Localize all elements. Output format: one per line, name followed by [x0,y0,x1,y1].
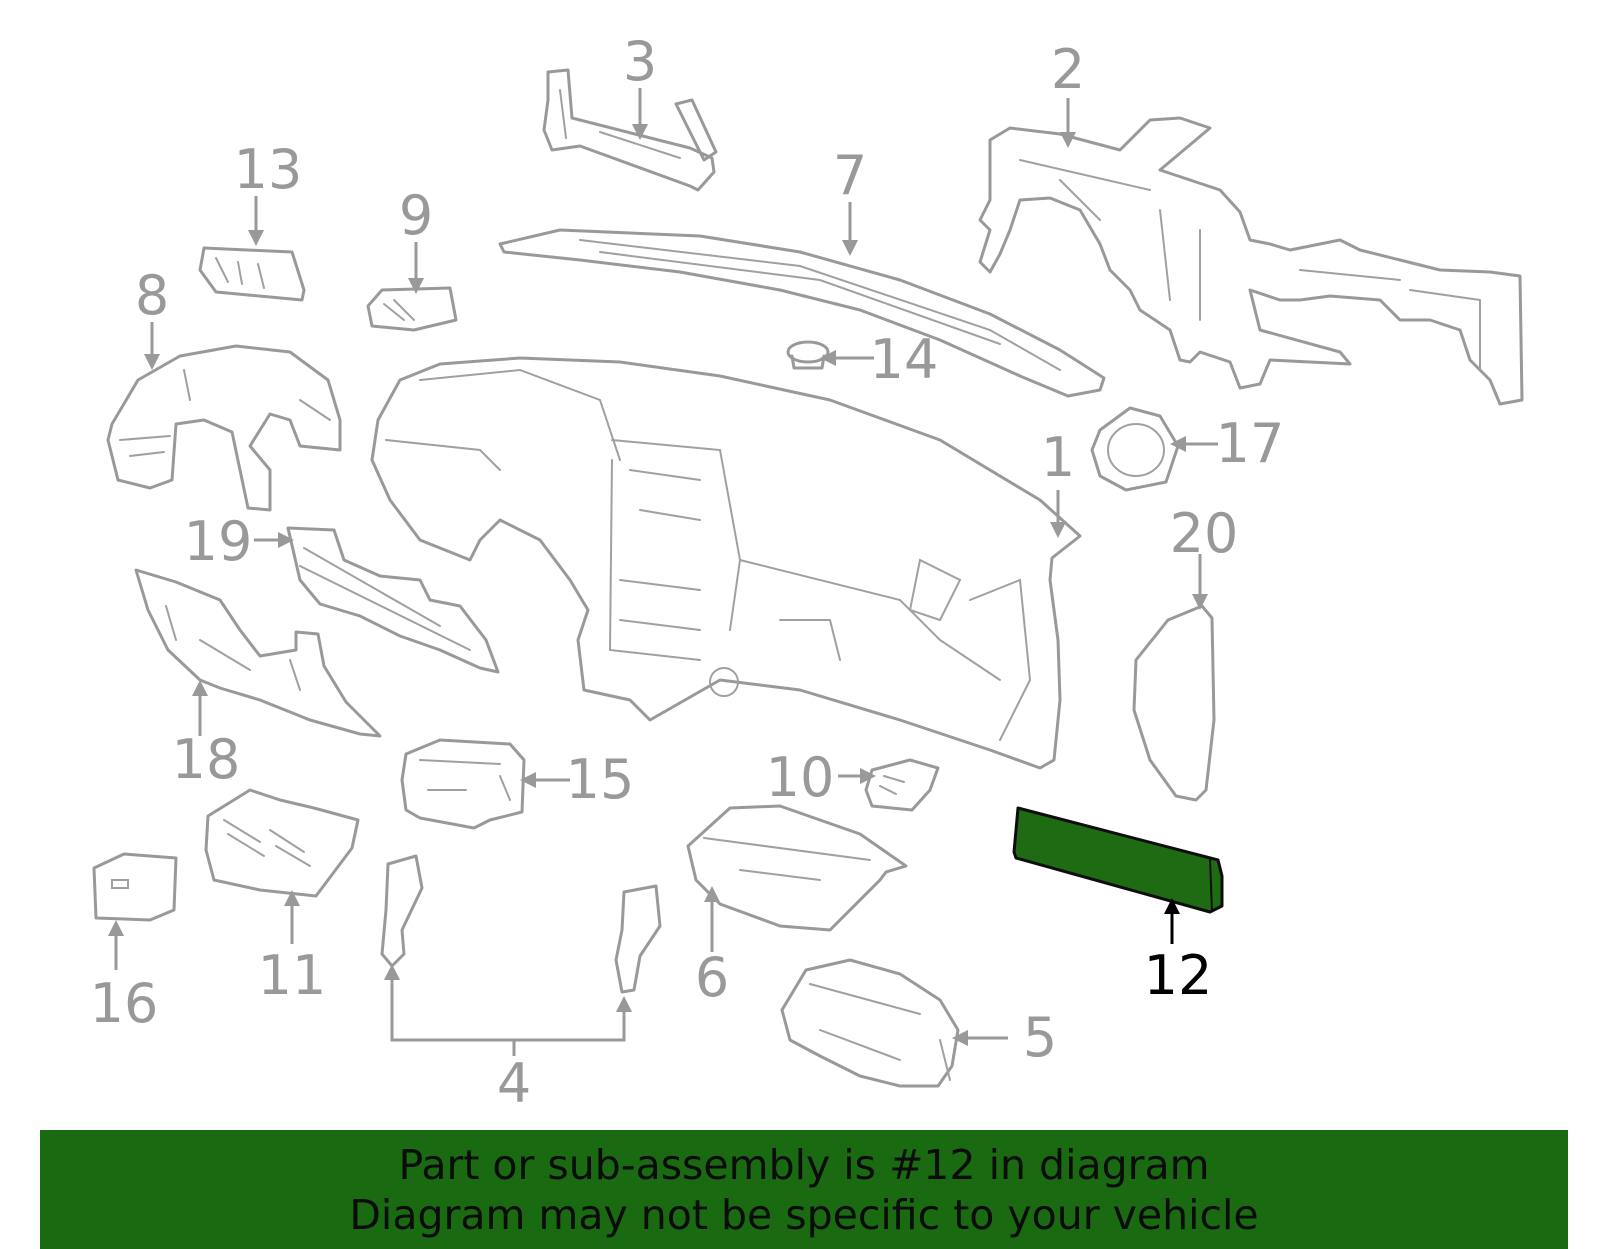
part-20-airbag-cover [1132,604,1216,802]
callout-19: 19 [184,510,253,573]
part-9-vent [366,286,458,332]
part-13-switch [198,246,306,302]
part-11-center-vent [204,788,360,898]
callout-1: 1 [1041,426,1075,489]
part-2-support-frame [978,116,1524,406]
part-16-switch [92,852,178,922]
callout-20: 20 [1170,502,1239,565]
part-3-bracket [542,68,718,192]
callout-3: 3 [623,30,657,93]
part-7-defroster-panel [498,228,1106,398]
callout-10: 10 [766,746,835,809]
part-4-buckles [380,854,662,994]
part-18-knee-bolster [134,568,382,738]
callout-16: 16 [90,972,159,1035]
part-19-trim-panel [286,526,500,674]
part-15-vent-housing [400,738,526,830]
info-banner: Part or sub-assembly is #12 in diagram D… [40,1130,1568,1249]
arrowheads [108,124,1208,1046]
callout-13: 13 [234,138,303,201]
part-10-vent [864,758,940,812]
banner-line-disclaimer: Diagram may not be specific to your vehi… [349,1190,1259,1239]
callout-8: 8 [135,264,169,327]
callout-18: 18 [172,728,241,791]
banner-line-part-number: Part or sub-assembly is #12 in diagram [398,1140,1210,1189]
callout-14: 14 [870,328,939,391]
part-12-panel-highlighted [1012,806,1224,914]
part-1-instrument-panel [370,356,1082,770]
callout-11: 11 [258,944,327,1007]
callout-5: 5 [1023,1006,1057,1069]
callout-17: 17 [1216,412,1285,475]
callout-7: 7 [833,144,867,207]
callout-12: 12 [1144,944,1213,1007]
part-14-clip [786,340,830,370]
callout-2: 2 [1051,38,1085,101]
part-8-cluster-bezel [106,344,342,512]
part-17-speaker-grille [1090,406,1180,492]
part-5-airbag-module [780,958,960,1088]
part-6-glove-box [686,804,908,932]
leader-lines [114,88,1218,1056]
callout-labels: 1 2 3 4 5 6 7 8 9 10 11 12 13 14 15 16 1… [90,30,1285,1115]
callout-15: 15 [566,748,635,811]
callout-9: 9 [399,184,433,247]
callout-6: 6 [695,946,729,1009]
callout-4: 4 [497,1052,531,1115]
